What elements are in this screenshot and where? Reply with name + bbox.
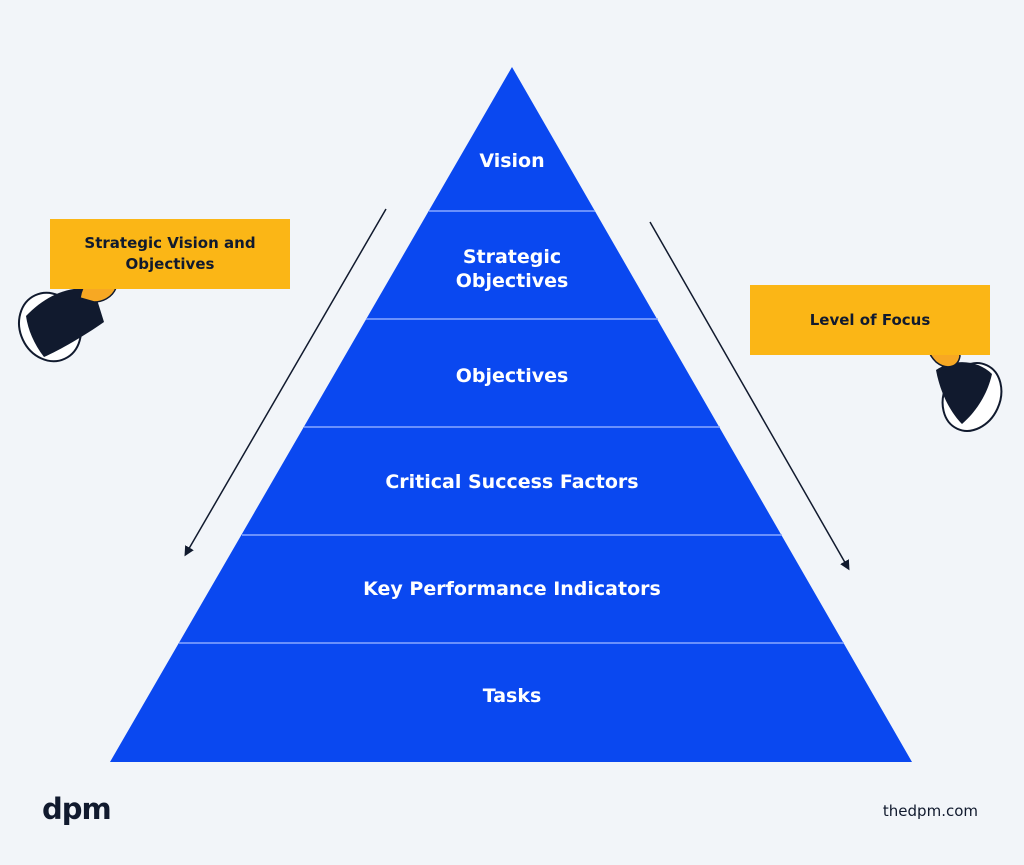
level-vision: Vision (479, 150, 545, 172)
level-key-performance-indicators: Key Performance Indicators (363, 578, 661, 600)
note-strategic-vision-text: Strategic Vision and Objectives (84, 234, 256, 273)
level-objectives: Objectives (455, 365, 569, 387)
site-url: thedpm.com (882, 802, 978, 820)
arrow-down-icon (184, 208, 387, 557)
brand-logo: dpm (42, 792, 112, 826)
level-critical-success-factors: Critical Success Factors (385, 471, 639, 493)
level-dividers (179, 210, 844, 644)
note-level-of-focus: Level of Focus (750, 285, 990, 355)
level-strategic-objectives: Strategic Objectives (455, 246, 569, 292)
level-tasks: Tasks (482, 685, 542, 707)
note-strategic-vision: Strategic Vision and Objectives (50, 219, 290, 289)
pyramid-shape (110, 67, 912, 762)
arrow-down-icon (649, 221, 850, 571)
note-level-of-focus-text: Level of Focus (809, 310, 931, 329)
pointing-hand-icon (926, 326, 1003, 432)
